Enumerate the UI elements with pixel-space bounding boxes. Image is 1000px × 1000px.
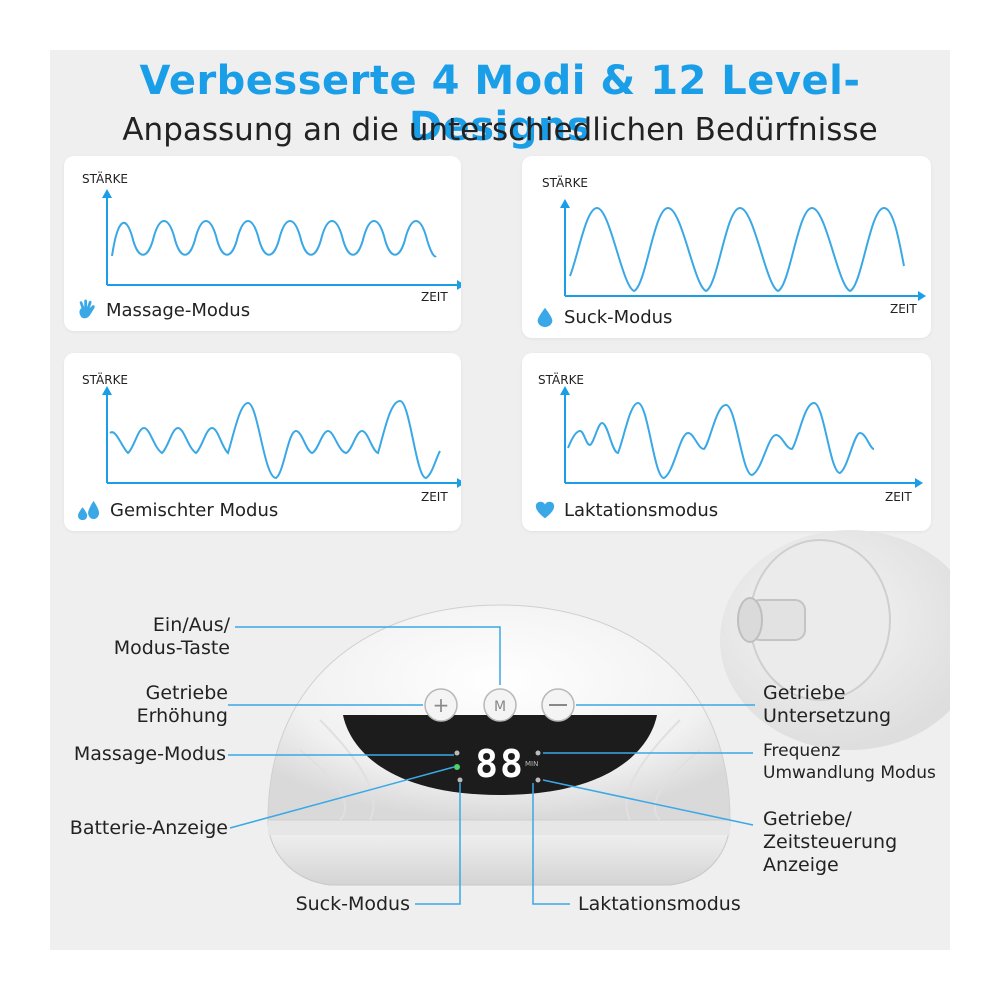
display-min-label: MIN <box>525 760 539 768</box>
mode-name: Suck-Modus <box>564 306 673 328</box>
mixed-wave <box>109 399 441 480</box>
y-axis-label: STÄRKE <box>82 172 129 186</box>
callout-gear-time: Getriebe/ Zeitsteuerung Anzeige <box>763 808 898 876</box>
mode-label-suck: Suck-Modus <box>534 306 672 328</box>
callout-frequency: Frequenz Umwandlung Modus <box>763 741 936 783</box>
panel-massage: STÄRKE ZEIT Massage-Modus <box>64 156 461 331</box>
heart-icon <box>535 501 555 519</box>
droplet-icon <box>537 307 553 328</box>
callout-lactation-mode: Laktationsmodus <box>578 893 741 915</box>
breast-pump-device: + M <box>228 530 950 905</box>
funnel-illustration <box>720 530 950 750</box>
suck-wave <box>569 206 905 293</box>
x-axis-label: ZEIT <box>421 490 448 504</box>
double-droplet-icon <box>78 500 100 521</box>
panel-suck: STÄRKE ZEIT Suck-Modus <box>522 156 931 338</box>
panel-lactation: STÄRKE ZEIT Laktationsmodus <box>522 353 931 531</box>
mode-button <box>483 688 517 722</box>
callout-gear-up: Getriebe Erhöhung <box>136 682 228 727</box>
display-panel <box>343 715 657 795</box>
y-axis-label: STÄRKE <box>82 373 129 387</box>
mode-label-massage: Massage-Modus <box>76 299 250 321</box>
mode-name: Massage-Modus <box>106 299 251 321</box>
mode-name: Laktationsmodus <box>564 499 719 521</box>
plus-button <box>424 688 458 722</box>
x-axis-label: ZEIT <box>890 302 917 316</box>
callout-suck-mode: Suck-Modus <box>295 893 410 915</box>
y-axis-label: STÄRKE <box>542 176 589 190</box>
svg-text:+: + <box>433 693 450 717</box>
lactation-wave <box>567 401 875 480</box>
page-title: Verbesserte 4 Modi & 12 Level-Designs <box>139 58 861 150</box>
x-axis-label: ZEIT <box>421 290 448 304</box>
x-axis-label: ZEIT <box>885 490 912 504</box>
page-subtitle: Anpassung an die unterschiedlichen Bedür… <box>122 112 878 148</box>
infographic-canvas: Verbesserte 4 Modi & 12 Level-Designs An… <box>50 50 950 950</box>
callout-massage-mode: Massage-Modus <box>73 743 226 765</box>
mode-name: Gemischter Modus <box>110 499 279 521</box>
svg-text:M: M <box>494 699 506 715</box>
display-digits: 88 <box>475 742 525 786</box>
suck-wave-chart <box>560 199 926 301</box>
callout-power-mode: Ein/Aus/ Modus-Taste <box>113 614 230 659</box>
callout-battery: Batterie-Anzeige <box>69 817 228 839</box>
panel-mixed: STÄRKE ZEIT Gemischter Modus <box>64 353 461 531</box>
mixed-wave-chart <box>102 386 461 488</box>
callout-gear-down: Getriebe Untersetzung <box>763 682 892 727</box>
mode-label-mixed: Gemischter Modus <box>76 499 278 521</box>
lactation-wave-chart <box>560 386 923 488</box>
hand-icon <box>79 299 95 319</box>
massage-wave-chart <box>102 189 461 290</box>
mode-label-lactation: Laktationsmodus <box>534 499 718 521</box>
massage-wave <box>111 220 437 258</box>
y-axis-label: STÄRKE <box>538 373 585 387</box>
